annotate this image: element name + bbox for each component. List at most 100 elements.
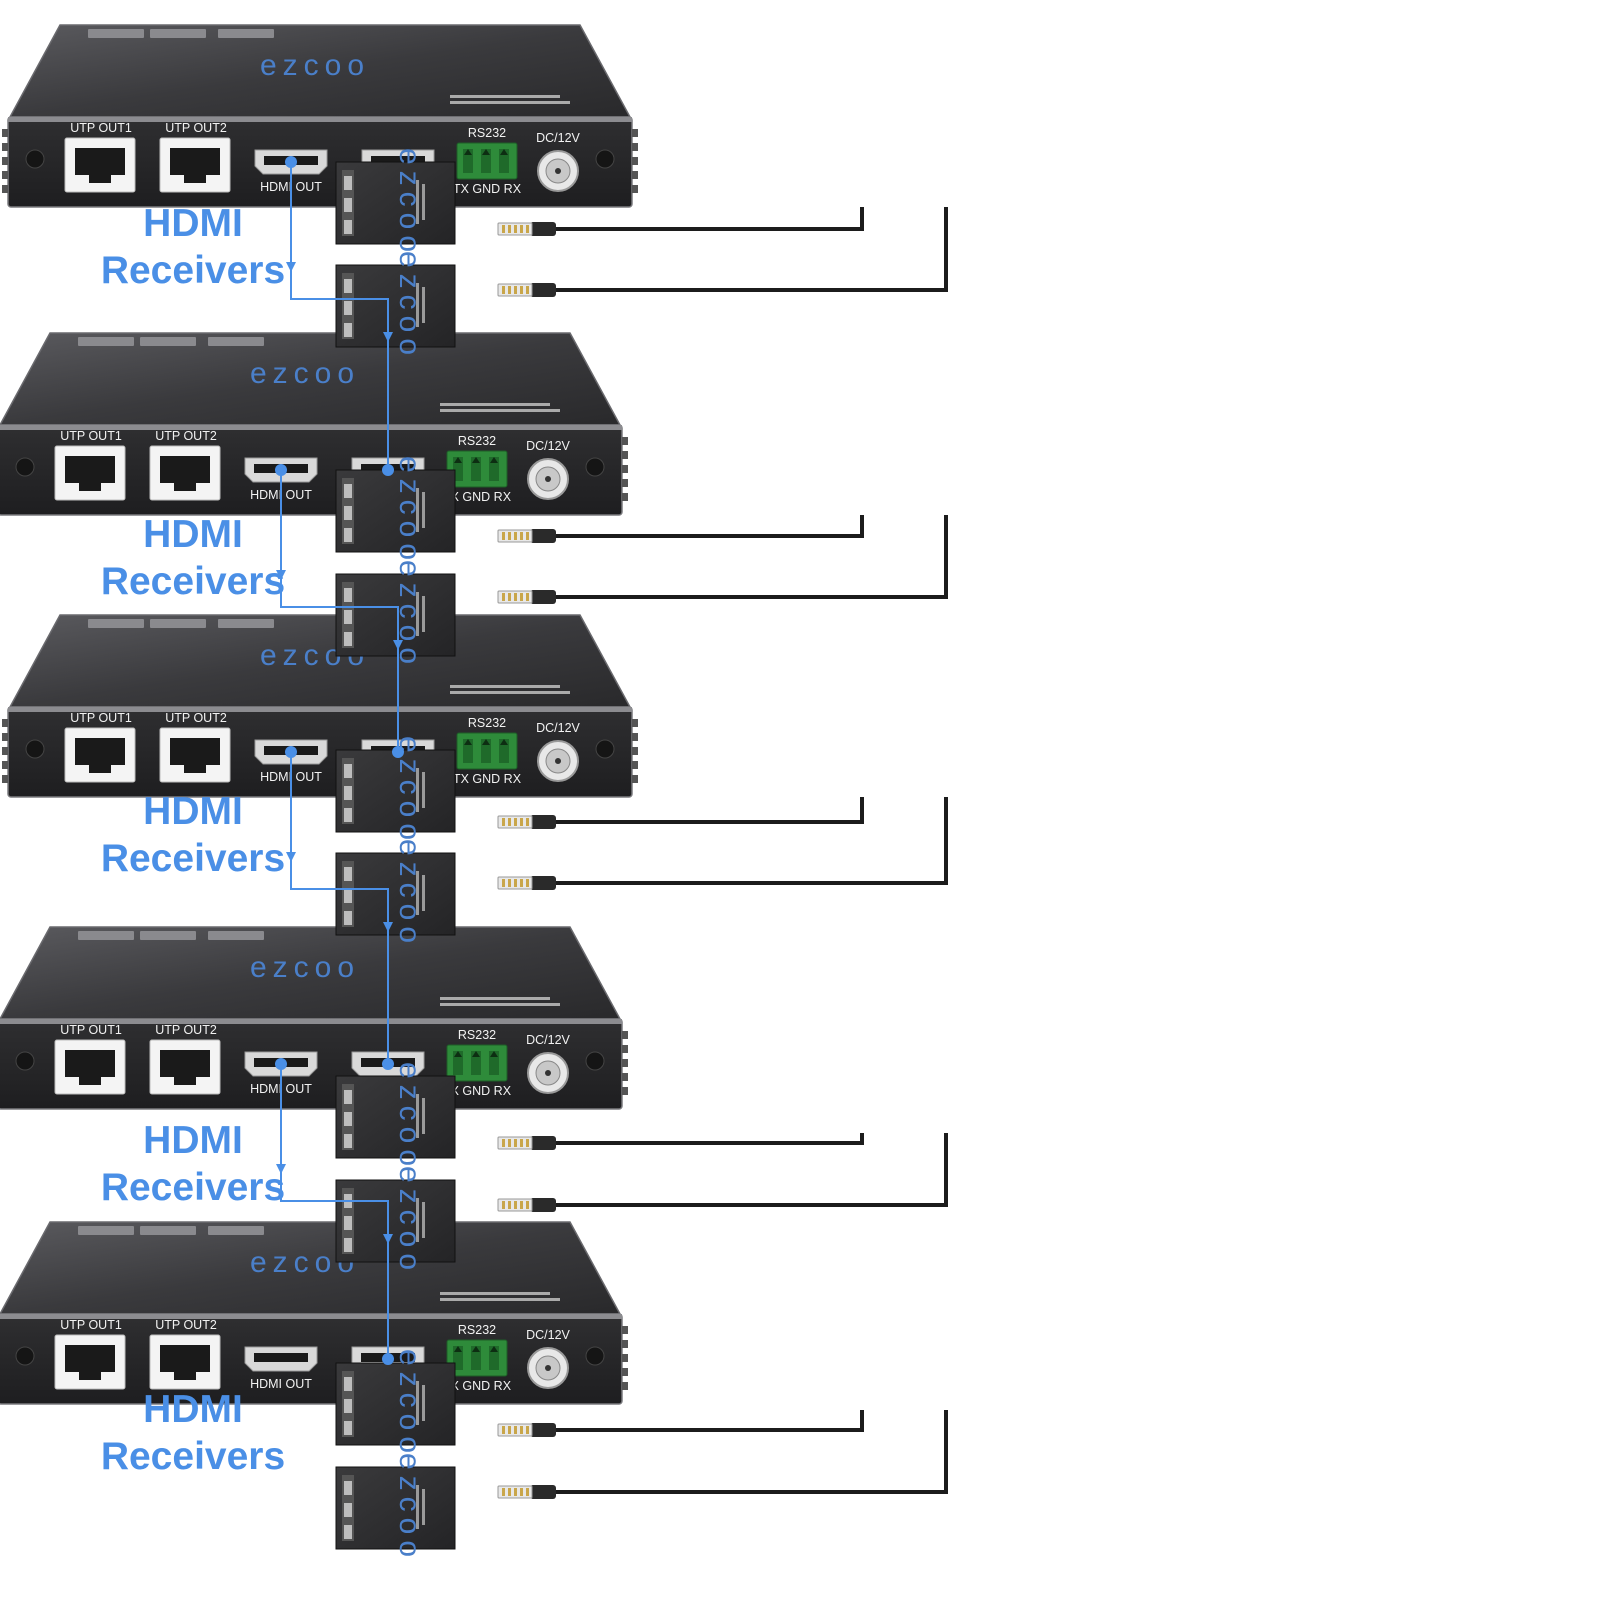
rj45-plug-contact — [514, 1139, 517, 1147]
rj45-socket — [170, 738, 220, 773]
receiver-port — [344, 1216, 352, 1230]
rj45-plug-contact — [502, 286, 505, 294]
side-vent — [2, 129, 8, 137]
receiver-body — [335, 264, 456, 348]
rs232-label: RS232 — [468, 716, 506, 730]
rs232-pins-label: TX GND RX — [453, 772, 522, 786]
receiver-port — [344, 610, 352, 624]
rj45-plug-contact — [508, 532, 511, 540]
receiver-port — [344, 588, 352, 602]
receiver-port — [344, 911, 352, 925]
side-vent — [632, 185, 638, 193]
terminal-pin — [489, 1346, 499, 1370]
rj45-plug-icon — [530, 283, 556, 297]
rj45-plug-contact — [514, 1201, 517, 1209]
utp-port-label: UTP OUT1 — [60, 1318, 122, 1332]
receiver-model-text — [422, 1385, 425, 1421]
rj45-socket — [75, 738, 125, 773]
receiver-brand-logo: ezcoo — [393, 251, 426, 361]
rj45-plug-contact — [514, 286, 517, 294]
rj45-plug-contact — [526, 1201, 529, 1209]
receiver-label-line1: HDMI — [143, 1119, 243, 1162]
terminal-arrow — [490, 1346, 498, 1352]
terminal-pin — [453, 1346, 463, 1370]
rj45-plug-contact — [514, 593, 517, 601]
rj45-plug-contact — [508, 1139, 511, 1147]
rj45-plug-icon — [530, 222, 556, 236]
ethernet-cable — [555, 797, 948, 885]
terminal-arrow — [464, 149, 472, 155]
rj45-plug-icon — [530, 876, 556, 890]
receiver-model-text — [416, 1198, 419, 1242]
top-edge-port — [208, 931, 264, 940]
receiver-label-line1: HDMI — [143, 202, 243, 245]
side-vent — [622, 1326, 628, 1334]
hdmi-socket — [371, 156, 425, 165]
side-vent — [622, 1354, 628, 1362]
rj45-socket — [160, 456, 210, 491]
terminal-pin — [481, 149, 491, 173]
receiver-label-line2: Receivers — [101, 1435, 285, 1478]
receiver-port — [344, 1503, 352, 1517]
rj45-plug-contact — [502, 593, 505, 601]
receiver-model-text — [416, 871, 419, 915]
rs232-pins-label: TX GND RX — [443, 1084, 512, 1098]
side-vent — [622, 465, 628, 473]
hdmi-receiver-7: ezcoo — [335, 1062, 456, 1172]
top-edge-port — [218, 619, 274, 628]
model-text — [450, 691, 570, 694]
receiver-model-text — [422, 1202, 425, 1238]
dc-label: DC/12V — [536, 131, 580, 145]
terminal-pin — [481, 739, 491, 763]
side-vent — [622, 1368, 628, 1376]
rs232-label: RS232 — [458, 1028, 496, 1042]
receiver-body — [335, 852, 456, 936]
receiver-port — [344, 786, 352, 800]
receiver-body — [335, 469, 456, 553]
receiver-model-text — [416, 1381, 419, 1425]
side-vent — [622, 1087, 628, 1095]
rj45-plug-contact — [514, 879, 517, 887]
rj45-plug-contact — [514, 818, 517, 826]
top-edge-port — [140, 337, 196, 346]
receiver-label-line2: Receivers — [101, 837, 285, 880]
signal-arrow-across — [290, 267, 393, 342]
receiver-model-text — [416, 1485, 419, 1529]
screw-icon — [15, 1346, 35, 1366]
dc-jack-pin — [555, 758, 561, 764]
receiver-brand-logo: ezcoo — [393, 148, 426, 258]
rj45-plug-contact — [514, 1488, 517, 1496]
top-edge-port — [150, 619, 206, 628]
receiver-brand-logo: ezcoo — [393, 1453, 426, 1563]
model-text — [450, 95, 560, 98]
ethernet-cable — [555, 1410, 864, 1432]
rj45-plug-icon — [530, 1485, 556, 1499]
rj45-plug-contact — [520, 1139, 523, 1147]
terminal-arrow — [472, 457, 480, 463]
side-vent — [2, 747, 8, 755]
top-edge-port — [218, 29, 274, 38]
receiver-body — [335, 161, 456, 245]
receiver-port — [344, 867, 352, 881]
side-vent — [622, 437, 628, 445]
screw-icon — [585, 1051, 605, 1071]
receiver-port — [344, 220, 352, 234]
side-vent — [2, 157, 8, 165]
dc-jack-pin — [555, 168, 561, 174]
side-vent — [632, 733, 638, 741]
receiver-body — [335, 1075, 456, 1159]
receiver-layer: ezcooezcooezcooezcooezcooezcooezcooezcoo… — [335, 148, 456, 1563]
hdmi-port-label: HDMI OUT — [250, 1377, 312, 1391]
side-vent — [632, 157, 638, 165]
receiver-port — [344, 632, 352, 646]
top-edge-port — [150, 29, 206, 38]
screw-icon — [595, 149, 615, 169]
receiver-port — [344, 301, 352, 315]
receiver-body — [335, 1362, 456, 1446]
receiver-port — [344, 176, 352, 190]
screw-icon — [585, 1346, 605, 1366]
receiver-model-text — [422, 1489, 425, 1525]
rj45-plug-contact — [520, 593, 523, 601]
signal-arrow-across — [280, 575, 403, 650]
receiver-model-text — [416, 283, 419, 327]
